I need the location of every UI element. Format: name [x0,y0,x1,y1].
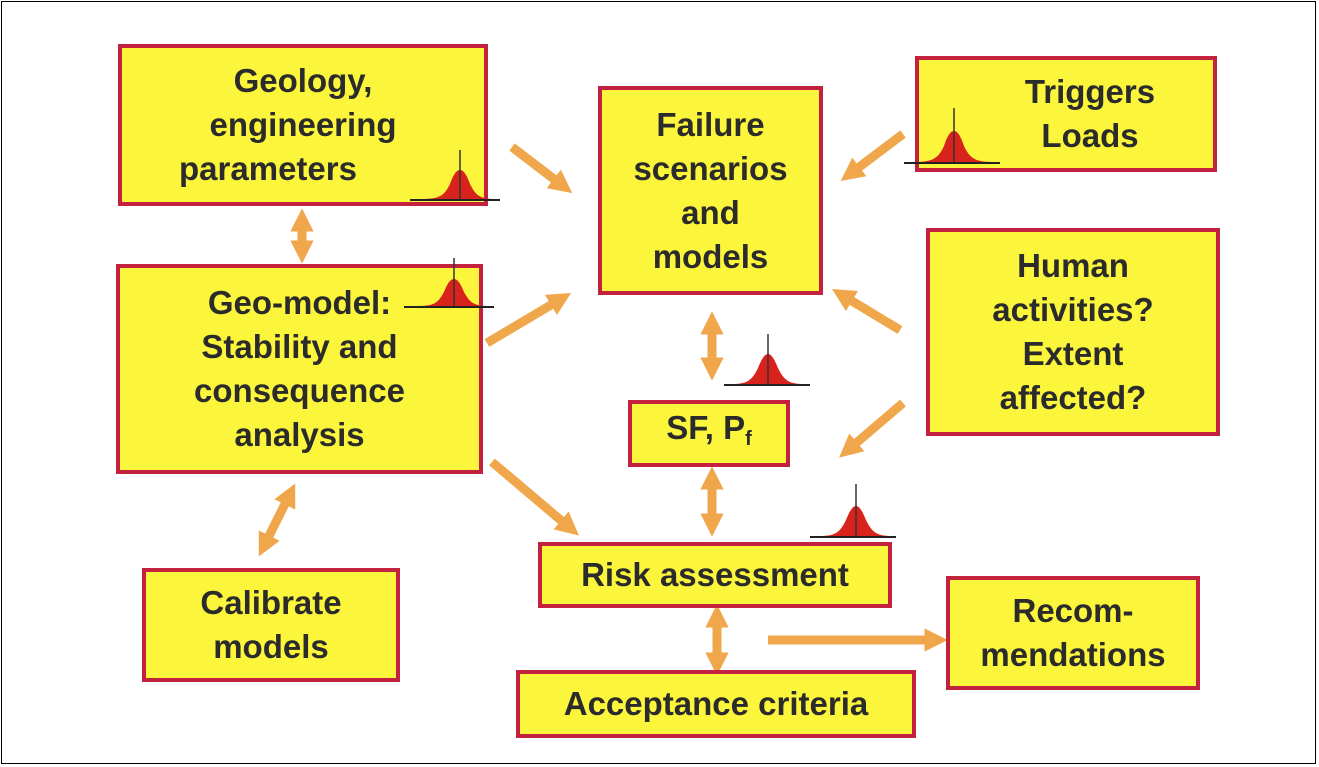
sf-pf-main: SF, P [666,409,746,446]
probability-distribution-icon [404,258,494,308]
probability-distribution-icon [904,108,1000,164]
arrow-geology-to-failure [509,143,573,194]
recommendations-line-1: Recom- [1012,592,1134,629]
arrow-triggers-to-failure [840,130,906,182]
arrow-human-to-failure [831,288,903,334]
risk-assessment-box: Risk assessment [538,542,892,608]
human-line-3: Extent [1022,335,1124,372]
geomodel-line-4: analysis [234,416,365,453]
human-activities-box: Human activities? Extent affected? [926,228,1220,436]
acceptance-criteria-box: Acceptance criteria [516,670,916,738]
failure-line-2: scenarios [633,149,788,187]
recommendations-line-2: mendations [980,636,1166,673]
geomodel-line-3: consequence [194,372,405,409]
geomodel-line-1: Geo-model: [207,284,392,321]
arrow-geomodel-to-failure [484,293,572,347]
acceptance-line-1: Acceptance criteria [563,685,869,722]
triggers-line-1: Triggers [1024,73,1156,110]
arrow-geomodel-to-risk [489,458,579,536]
calibrate-line-1: Calibrate [200,584,342,621]
geomodel-box: Geo-model: Stability and consequence ana… [116,264,483,474]
geology-line-3: parameters [179,150,357,187]
probability-distribution-icon [724,334,810,386]
recommendations-box: Recom- mendations [946,576,1200,690]
calibrate-box: Calibrate models [142,568,400,682]
geomodel-line-2: Stability and [201,328,398,365]
failure-line-4: models [652,237,769,275]
failure-line-3: and [681,193,740,231]
calibrate-line-2: models [213,628,329,665]
probability-distribution-icon [410,150,500,201]
geology-box: Geology, engineering parameters [118,44,488,206]
arrow-human-to-sfpf [839,399,906,458]
human-line-2: activities? [992,291,1154,328]
sf-pf-subscript: f [745,428,752,450]
risk-line-1: Risk assessment [581,556,849,593]
geology-line-2: engineering [209,106,397,143]
probability-distribution-icon [810,484,896,538]
triggers-line-2: Loads [1041,117,1139,154]
failure-line-1: Failure [656,105,765,143]
sf-pf-box: SF, Pf [628,400,790,467]
sf-pf-label: SF, Pf [666,406,752,461]
human-line-1: Human [1017,247,1129,284]
arrow-geomodel-calibrate [258,483,296,557]
failure-scenarios-box: Failure scenarios and models [598,86,823,295]
human-line-4: affected? [999,379,1147,416]
geology-line-1: Geology, [233,62,373,99]
